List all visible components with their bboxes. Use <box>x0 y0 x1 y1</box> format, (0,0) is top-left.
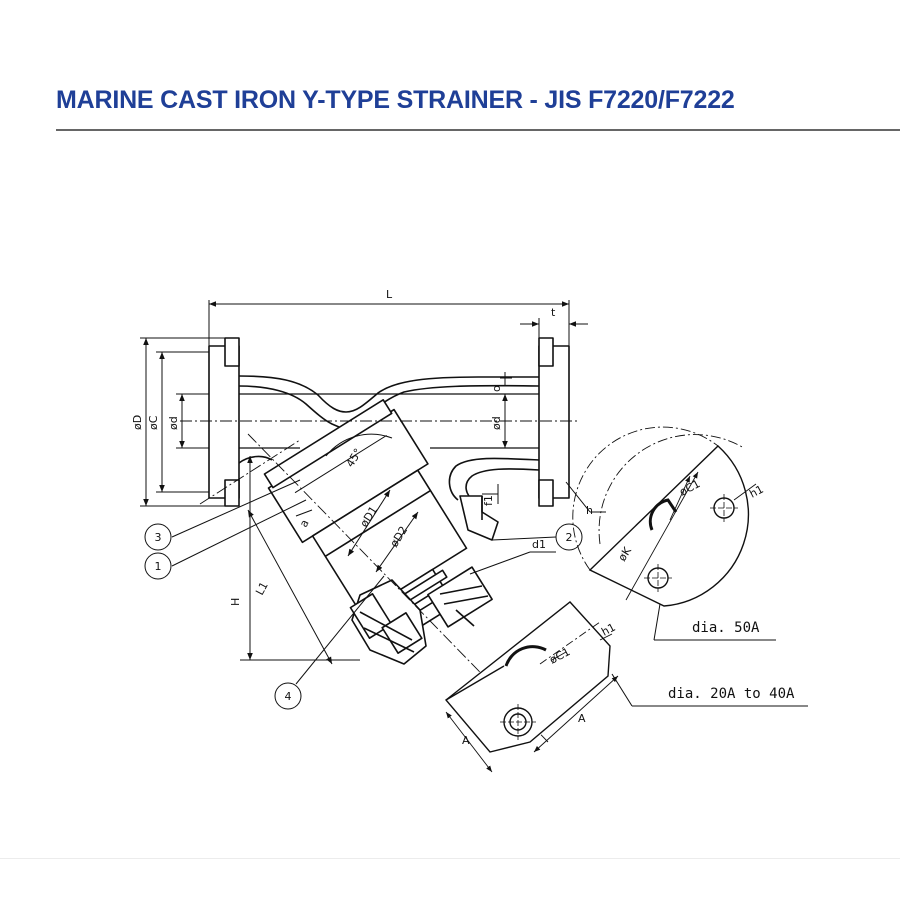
callout-2: 2 <box>555 523 583 551</box>
page-title: MARINE CAST IRON Y-TYPE STRAINER - JIS F… <box>56 86 735 114</box>
dim-o: o <box>490 385 503 392</box>
detail-20A-40A-h1: h1 <box>599 621 617 639</box>
strainer-body <box>208 337 570 665</box>
detail-50A-h1: h1 <box>747 483 765 501</box>
callout-3: 3 <box>144 523 172 551</box>
dim-H: H <box>229 598 242 606</box>
dim-a: a <box>297 518 312 530</box>
detail-50A-note: dia. 50A <box>692 620 760 636</box>
dim-L: L <box>386 288 393 301</box>
callout-1: 1 <box>144 552 172 580</box>
dim-D: øD <box>131 415 144 430</box>
detail-20A-40A <box>444 601 808 773</box>
left-flange <box>208 345 240 499</box>
detail-20A-40A-A-left: A <box>462 734 470 747</box>
callout-leaders <box>171 479 557 685</box>
left-flange-bolt-bottom <box>224 479 240 507</box>
right-flange-bolt-top <box>538 337 554 367</box>
body-upper-contour <box>238 375 539 413</box>
dim-h: h <box>586 504 593 517</box>
dim-f1: f1 <box>482 495 495 506</box>
center-lines <box>180 420 580 743</box>
drain-nut <box>427 566 493 628</box>
left-flange-bolt-top <box>224 337 240 367</box>
detail-50A-flange <box>588 445 750 607</box>
dim-d: ød <box>167 416 180 430</box>
dim-C: øC <box>147 415 160 430</box>
right-flange <box>538 345 570 499</box>
detail-20A-40A-A-right: A <box>578 712 586 725</box>
dim-d1: d1 <box>532 538 546 551</box>
inlet-lower-neck <box>238 455 273 464</box>
title-divider <box>56 129 900 131</box>
outlet-lower-inner <box>465 468 540 501</box>
dim-t: t <box>551 306 556 319</box>
footer-divider <box>0 858 900 859</box>
main-dimensions <box>140 300 606 665</box>
detail-50A <box>572 426 776 641</box>
svg-text:1: 1 <box>155 560 162 573</box>
callout-4: 4 <box>274 682 302 710</box>
dim-L1: L1 <box>253 580 271 598</box>
outlet-lower-curve <box>448 457 540 501</box>
svg-text:2: 2 <box>566 531 573 544</box>
svg-text:3: 3 <box>155 531 162 544</box>
svg-text:4: 4 <box>285 690 292 703</box>
detail-20A-40A-note: dia. 20A to 40A <box>668 686 795 702</box>
right-flange-bolt-bottom <box>538 479 554 507</box>
dim-d-right: ød <box>490 416 503 430</box>
